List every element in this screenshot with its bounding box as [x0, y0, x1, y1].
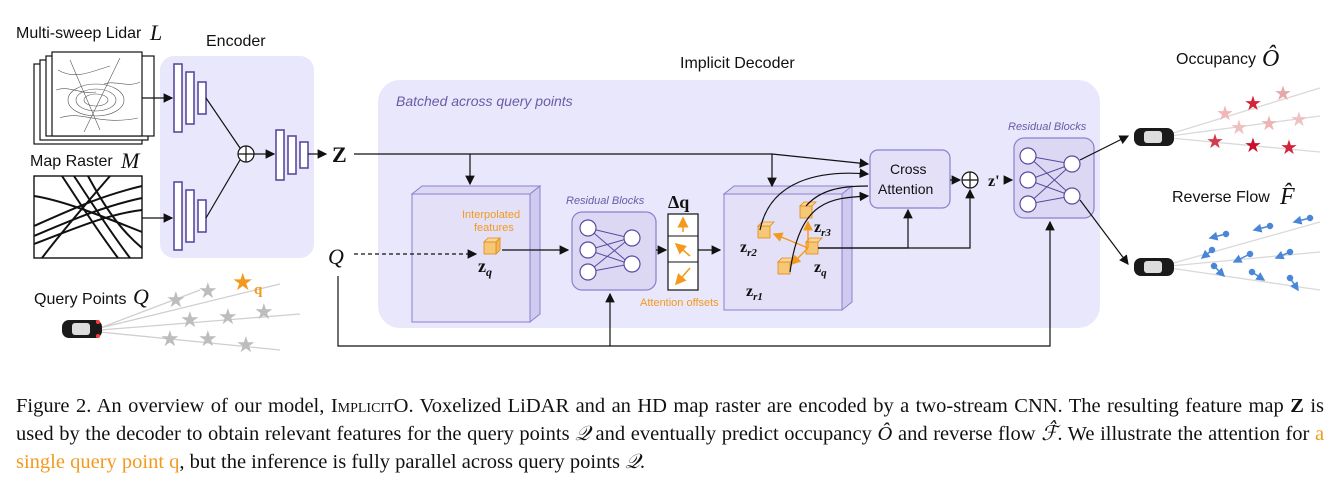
svg-text:Cross: Cross [890, 161, 927, 177]
caption-Q1: 𝒬 [575, 423, 590, 445]
car-icon [1134, 258, 1174, 276]
resblock1-label: Residual Blocks [566, 195, 645, 207]
caption-text-5: . We illustrate the attention for [1057, 423, 1310, 445]
ego-car-icon [62, 320, 102, 338]
query-star: ★ [166, 288, 186, 313]
interp-label-2: features [474, 222, 514, 234]
caption-O: Ô [877, 423, 893, 445]
query-star: ★ [254, 300, 274, 325]
query-star: ★ [236, 333, 256, 358]
caption-text-1: . Voxelized LiDAR and an HD map raster a… [408, 395, 1284, 417]
occupancy-star: ★ [1280, 135, 1298, 159]
lidar-symbol: L [149, 20, 162, 45]
lidar-sweep-stack [33, 51, 155, 145]
delta-q-label: Δq [668, 192, 689, 212]
occupancy-star: ★ [1206, 129, 1224, 153]
query-points-scene: ★ ★ ★ ★ ★ ★ ★ ★ ★ q [62, 268, 301, 358]
occupancy-symbol: Ô [1262, 45, 1279, 72]
caption-text-3: and eventually predict occupancy [595, 423, 872, 445]
reverse-flow-scene [1134, 214, 1321, 292]
resblock2 [1013, 137, 1095, 219]
attention-offsets-label: Attention offsets [640, 297, 719, 309]
caption-Z: Z [1290, 395, 1304, 417]
query-points-symbol: Q [133, 284, 149, 309]
map-raster [33, 175, 143, 259]
caption-Q2: 𝒬 [625, 451, 640, 473]
attention-volume [722, 184, 854, 312]
caption-model-name: ImplicitO [330, 395, 409, 417]
car-icon [1134, 128, 1174, 146]
occupancy-scene: ★ ★ ★ ★ ★ ★ ★ ★ ★ [1134, 81, 1321, 159]
occupancy-star: ★ [1290, 107, 1308, 131]
offset-vector [667, 213, 699, 291]
occupancy-star: ★ [1274, 81, 1292, 105]
interp-label-1: Interpolated [462, 209, 520, 221]
resblock2-label: Residual Blocks [1008, 121, 1087, 133]
reverse-flow-label: Reverse Flow [1172, 189, 1270, 206]
sum-node [237, 145, 255, 163]
occupancy-star: ★ [1260, 111, 1278, 135]
caption-text-7: . [639, 451, 646, 473]
caption-F: ℱ̂ [1041, 423, 1058, 445]
offset-voxel-cubes [757, 201, 823, 275]
caption-text-4: and reverse flow [897, 423, 1036, 445]
query-voxel-cube [483, 237, 501, 255]
caption-text-2: is used by the decoder to obtain relevan… [16, 395, 1325, 445]
svg-text:Attention: Attention [878, 181, 933, 197]
architecture-diagram: Multi-sweep Lidar L Map Raster M Query P [16, 20, 1321, 358]
query-star: ★ [218, 305, 238, 330]
cross-attention-block: Cross Attention [869, 149, 951, 209]
query-star: ★ [180, 308, 200, 333]
query-points-label: Query Points [34, 291, 126, 308]
query-star: ★ [198, 327, 218, 352]
occupancy-star: ★ [1244, 133, 1262, 157]
sum-node-2 [961, 171, 979, 189]
figure-caption: Figure 2. An overview of our model, Impl… [16, 392, 1324, 476]
occupancy-star: ★ [1216, 101, 1234, 125]
resblock1 [571, 211, 657, 291]
reverse-flow-symbol: F̂ [1279, 183, 1295, 210]
zq-label: zq [478, 256, 492, 279]
map-symbol: M [120, 148, 141, 173]
decoder-subtitle: Batched across query points [396, 93, 573, 109]
caption-prefix: Figure 2. An overview of our model, [16, 395, 325, 417]
selected-query-label: q [254, 282, 263, 298]
caption-highlight: a single query point q [16, 423, 1325, 473]
map-label: Map Raster [30, 153, 113, 170]
occupancy-star: ★ [1230, 115, 1248, 139]
occupancy-star: ★ [1244, 91, 1262, 115]
caption-text-6: , but the inference is fully parallel ac… [179, 451, 621, 473]
query-star: ★ [198, 279, 218, 304]
query-set-Q: Q [328, 244, 344, 269]
z-prime-label: z' [988, 173, 1000, 190]
feature-map-Z: Z [332, 142, 347, 167]
occupancy-label: Occupancy [1176, 51, 1256, 68]
lidar-label: Multi-sweep Lidar [16, 25, 142, 42]
encoder-title: Encoder [206, 33, 266, 50]
decoder-title: Implicit Decoder [680, 55, 795, 72]
encoder-cnn [173, 63, 309, 251]
selected-query-star: ★ [232, 268, 254, 296]
query-star: ★ [160, 327, 180, 352]
